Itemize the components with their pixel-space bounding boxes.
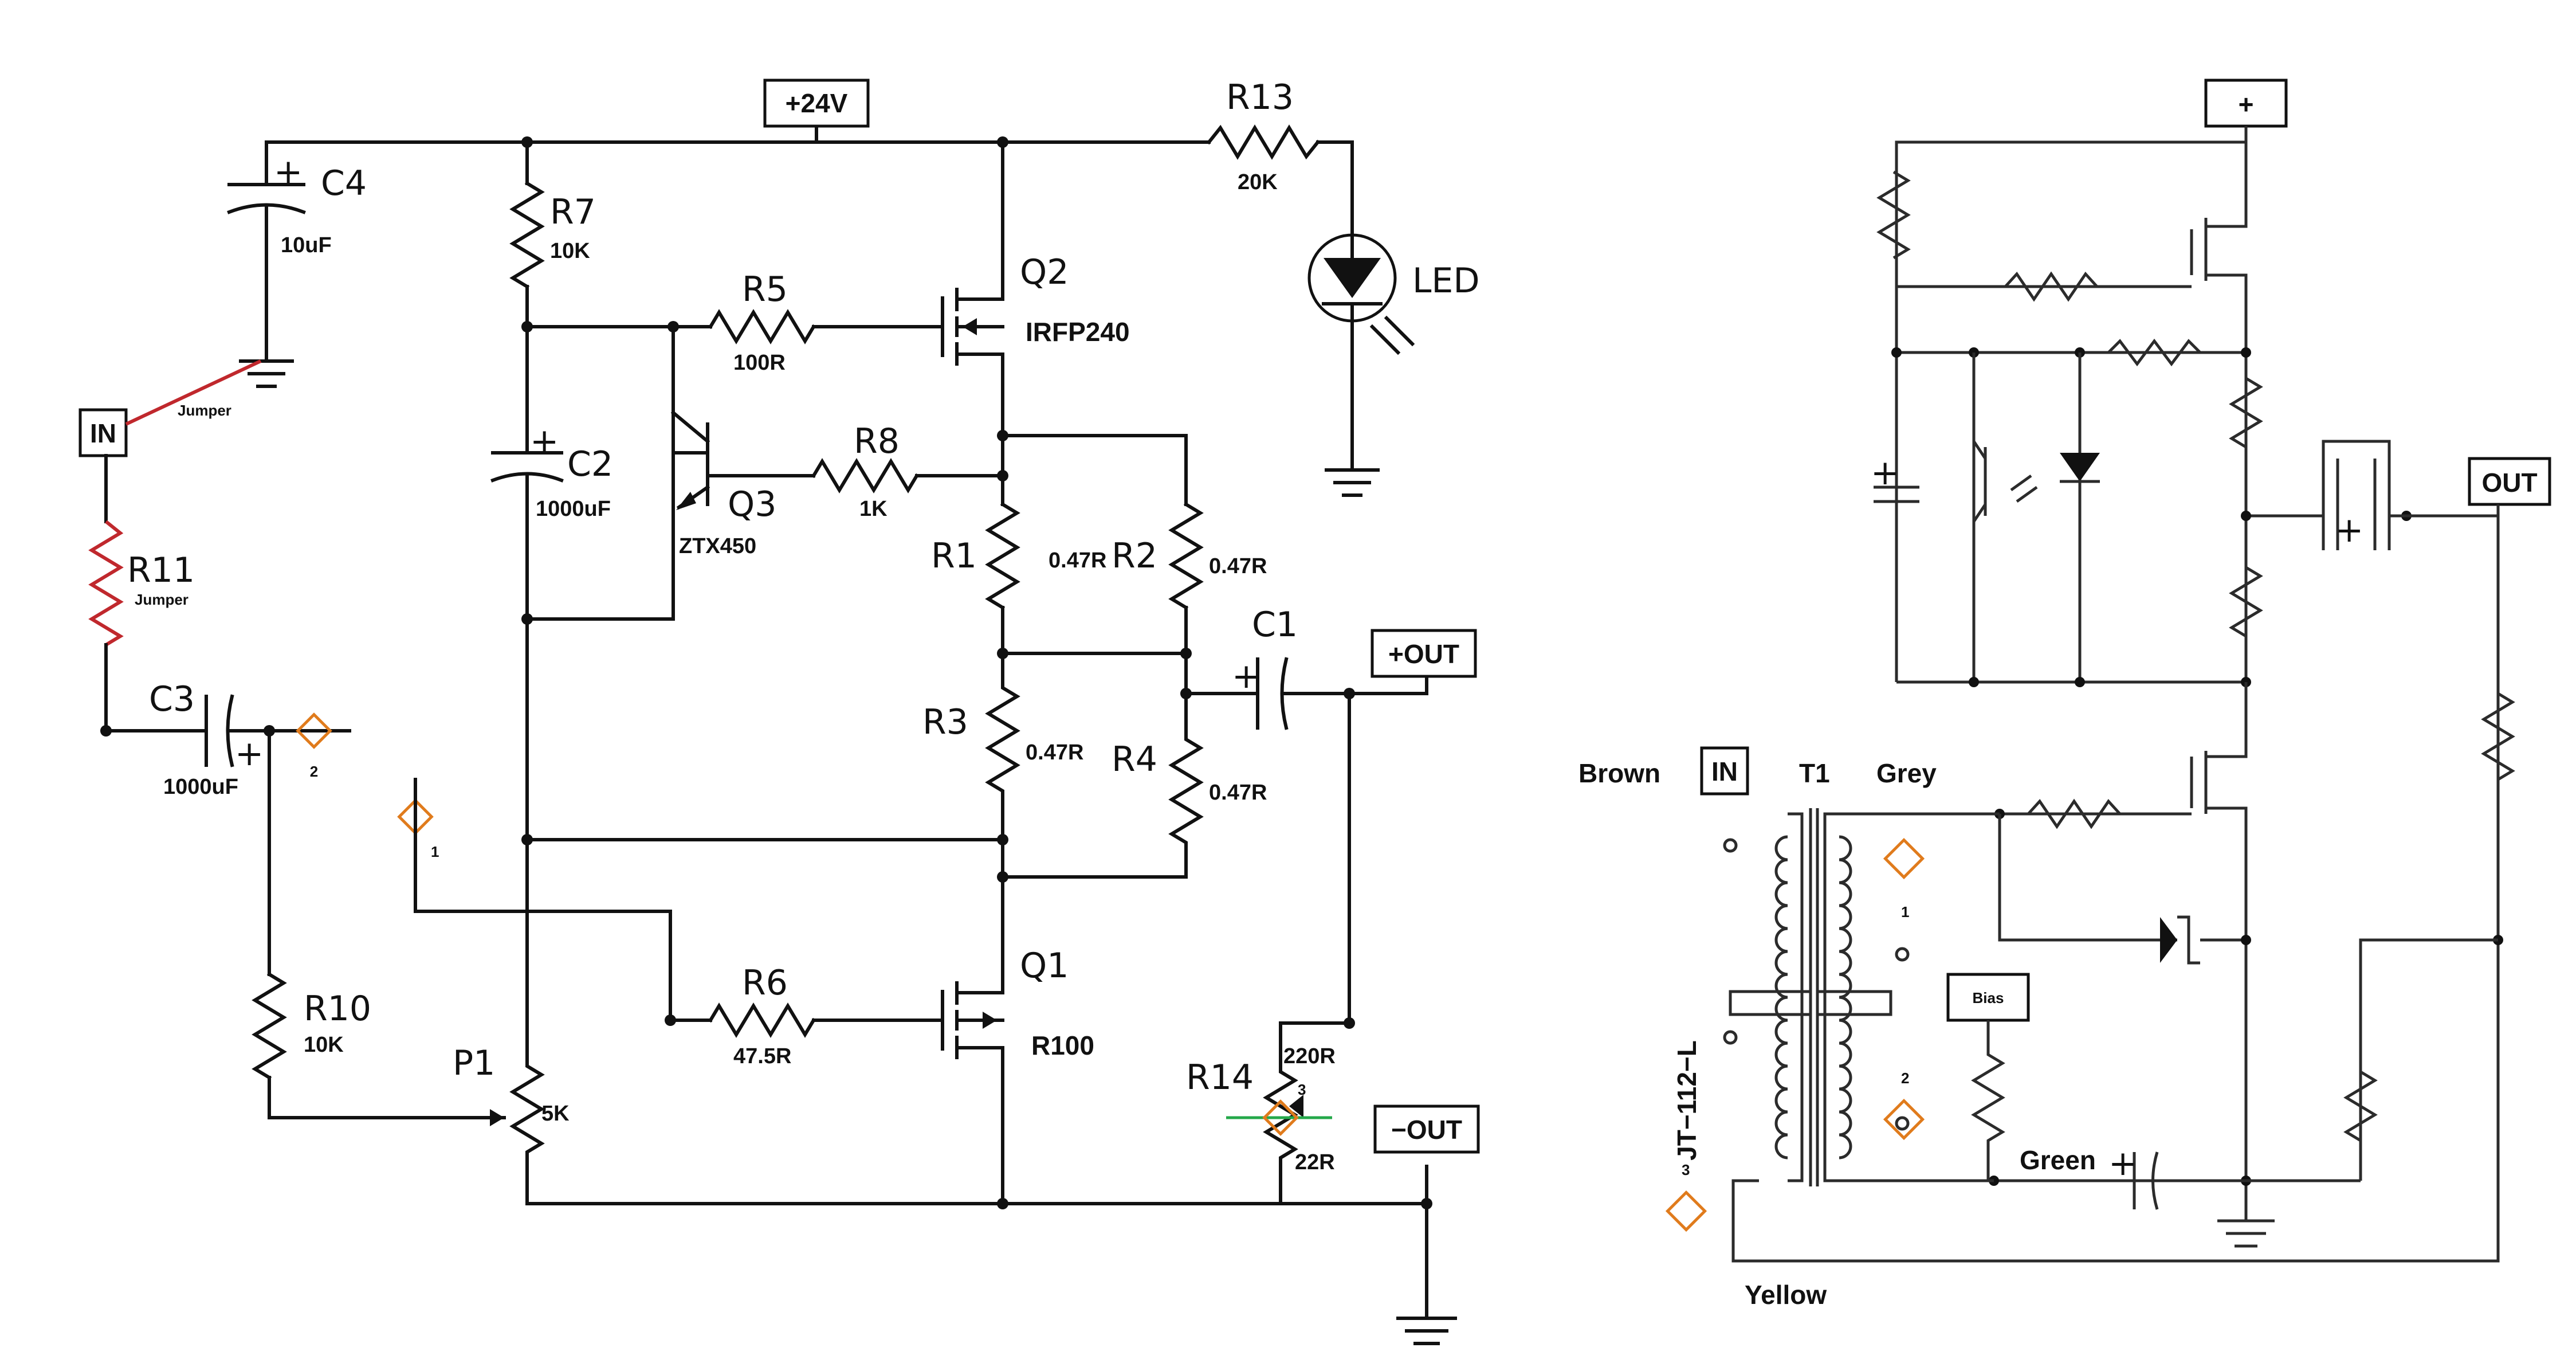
c4-value: 10uF	[281, 233, 332, 257]
positive-output-terminal	[1371, 629, 1477, 678]
r4-value: 0.47R	[1209, 781, 1267, 805]
svg-text:+: +	[2335, 510, 2363, 550]
r7-value: 10K	[550, 239, 590, 263]
svg-text:Jumper: Jumper	[178, 402, 231, 419]
r4-ref: R4	[1112, 739, 1157, 779]
c4-ref: C4	[321, 163, 367, 203]
c1-ref: C1	[1252, 605, 1298, 645]
test-point-1	[397, 798, 434, 835]
r3-ref: R3	[922, 702, 968, 742]
c2-value: 1000uF	[536, 497, 611, 521]
svg-text:1: 1	[431, 843, 439, 860]
green-label: Green	[2020, 1145, 2096, 1175]
r8-value: 1K	[859, 497, 888, 521]
r13-ref: R13	[1226, 77, 1294, 117]
p1-value: 5K	[541, 1102, 570, 1126]
svg-text:3: 3	[1298, 1081, 1306, 1098]
q1-part: R100	[1031, 1031, 1094, 1060]
input-terminal	[78, 408, 128, 457]
svg-text:IN: IN	[1711, 757, 1738, 786]
r3-value: 0.47R	[1026, 741, 1083, 765]
q3-part: ZTX450	[679, 534, 756, 558]
right-test-point-2	[1883, 1098, 1925, 1141]
grey-label: Grey	[1876, 758, 1937, 788]
right-test-point-3	[1665, 1190, 1707, 1232]
brown-label: Brown	[1578, 758, 1660, 788]
bias-label: Bias	[1973, 989, 2004, 1006]
r10-ref: R10	[304, 989, 371, 1029]
q2-part: IRFP240	[1026, 317, 1130, 347]
svg-text:2: 2	[1901, 1070, 1909, 1087]
input-label: IN	[90, 418, 116, 448]
svg-text:OUT: OUT	[2481, 468, 2537, 498]
svg-text:1: 1	[1901, 903, 1909, 920]
r10-value: 10K	[304, 1033, 344, 1057]
led-label: LED	[1412, 261, 1480, 301]
c2-ref: C2	[567, 444, 613, 484]
right-out-terminal	[2468, 457, 2551, 506]
svg-text:+: +	[274, 152, 303, 192]
r7-ref: R7	[550, 192, 596, 232]
r1-value: 0.47R	[1049, 549, 1106, 573]
r8-ref: R8	[854, 421, 900, 461]
svg-text:+: +	[2239, 89, 2254, 119]
r6-value: 47.5R	[733, 1044, 791, 1068]
supply-24v-box	[763, 79, 870, 128]
r2-ref: R2	[1112, 536, 1157, 576]
r2-value: 0.47R	[1209, 554, 1267, 578]
r11-resistor	[88, 520, 124, 647]
r14-bottom-value: 22R	[1295, 1150, 1335, 1174]
r5-ref: R5	[742, 269, 788, 310]
svg-text:+: +	[530, 421, 559, 461]
q2-ref: Q2	[1020, 252, 1069, 292]
r14-top-value: 220R	[1283, 1044, 1336, 1068]
right-test-point-1	[1883, 837, 1925, 880]
r14-ref: R14	[1186, 1057, 1254, 1098]
p1-ref: P1	[453, 1043, 495, 1083]
right-schematic: + + + OUT	[1578, 79, 2551, 1310]
supply-24v-label: +24V	[786, 88, 848, 118]
jumper-wire	[125, 359, 262, 426]
r11-ref: R11	[127, 550, 195, 590]
svg-text:Jumper: Jumper	[135, 591, 189, 608]
negative-output-terminal	[1373, 1104, 1480, 1154]
transformer-model-label: JT−112−L	[1672, 1040, 1702, 1161]
test-point-2	[296, 712, 332, 749]
svg-text:3: 3	[1682, 1161, 1690, 1178]
left-schematic: +24V + C4 10uF IN Jumper R11 Jumper + C3…	[78, 77, 1480, 1345]
r5-value: 100R	[733, 351, 786, 375]
bias-box	[1946, 973, 2030, 1022]
positive-output-label: +OUT	[1388, 639, 1459, 669]
yellow-label: Yellow	[1745, 1280, 1827, 1310]
svg-text:+: +	[1232, 656, 1260, 696]
test-point-3	[1262, 1099, 1299, 1136]
svg-text:2: 2	[310, 763, 318, 780]
r6-ref: R6	[742, 963, 788, 1003]
r1-ref: R1	[931, 536, 977, 576]
q1-ref: Q1	[1020, 946, 1069, 986]
t1-label: T1	[1799, 758, 1830, 788]
q3-ref: Q3	[728, 484, 776, 524]
negative-output-label: −OUT	[1391, 1115, 1462, 1145]
c3-ref: C3	[149, 679, 195, 719]
c3-value: 1000uF	[163, 775, 238, 799]
r13-value: 20K	[1238, 170, 1278, 194]
right-in-terminal	[1700, 746, 1749, 796]
svg-text:+: +	[235, 734, 264, 774]
svg-text:+: +	[2108, 1143, 2137, 1184]
svg-text:+: +	[1871, 453, 1899, 493]
